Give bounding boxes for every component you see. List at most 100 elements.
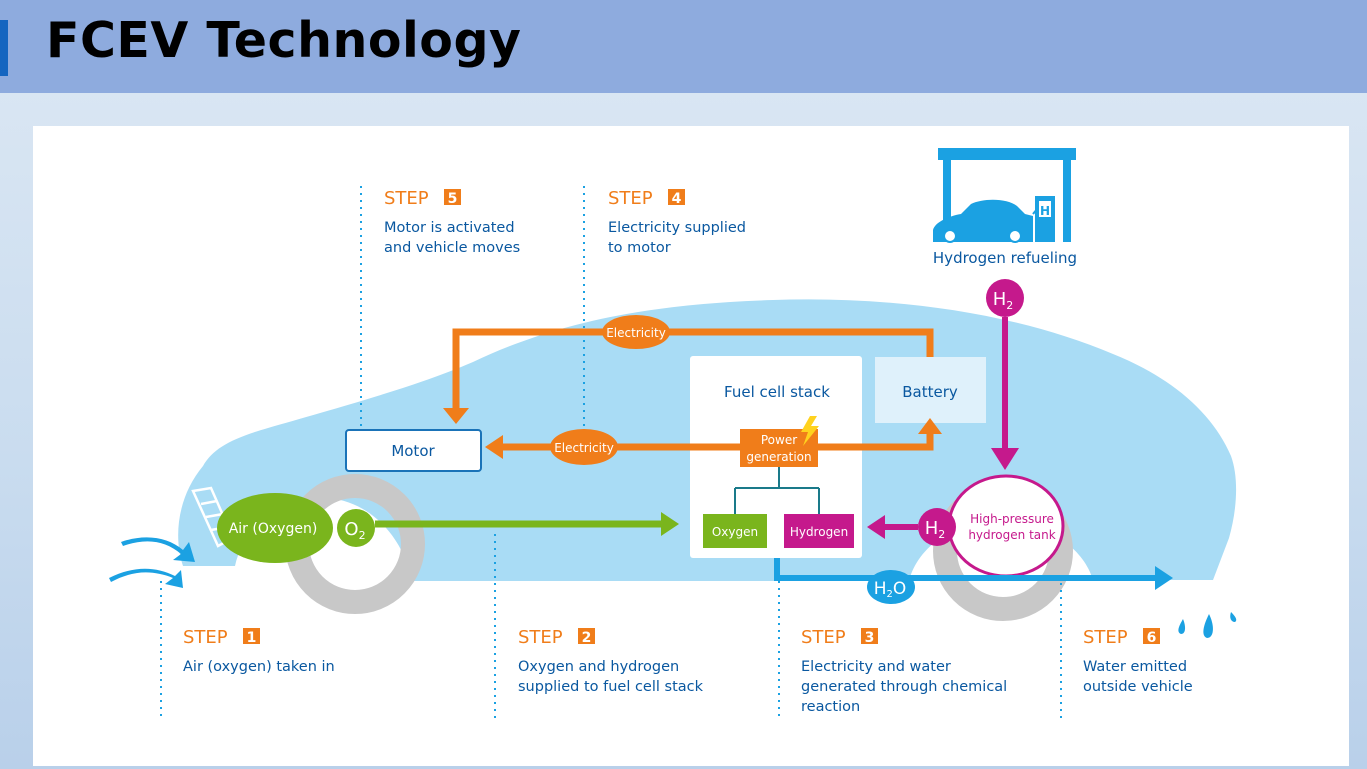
step-number-box [861,628,878,644]
air-oxygen-label: Air (Oxygen) [229,521,318,537]
step-number-box [444,189,461,205]
h2o-o: O [893,579,906,599]
o2-symbol: O [344,519,358,540]
step-description-line: and vehicle moves [384,240,520,256]
step-number: 2 [582,630,592,646]
step-description-line: Motor is activated [384,220,515,236]
fuel-cell-stack-label: Fuel cell stack [724,383,830,401]
step-description-line: Water emitted [1083,659,1187,675]
h2-tank-symbol: H [925,518,939,539]
h2o-badge [867,570,915,604]
step-guides [160,186,1062,721]
battery-box [875,357,986,423]
stack-connector [734,467,820,514]
oxygen-box [703,514,767,548]
fcev-diagram: Fuel cell stack Battery Motor Electricit… [109,148,1237,721]
step-number: 3 [865,630,875,646]
battery-label: Battery [902,383,958,401]
step-number: 6 [1147,630,1157,646]
step-number-box [1143,628,1160,644]
h2-refuel-subscript: 2 [1006,299,1013,312]
electricity-badge-top [602,315,670,349]
station-car-wheel-rear [1008,229,1022,243]
o2-badge [337,509,375,547]
diagram-panel: Fuel cell stack Battery Motor Electricit… [33,126,1349,766]
step-number-box [668,189,685,205]
hydrogen-refueling-label: Hydrogen refueling [933,249,1077,267]
station-car-wheel-front [943,229,957,243]
arrowhead-motor-side [485,435,503,459]
power-generation-line2: generation [746,450,811,464]
station-h-letter: H [1040,204,1050,218]
h2o-subscript: 2 [887,589,893,600]
arrowhead-oxygen [661,512,679,536]
hydrogen-station-icon [933,148,1076,242]
h2-refuel-text: H2 [993,289,1014,312]
air-intake-arrow-icon [109,537,195,588]
step-description-line: generated through chemical [801,679,1007,695]
step-description-line: supplied to fuel cell stack [518,679,704,695]
hydrogen-label: Hydrogen [790,525,848,539]
step-description-line: Air (oxygen) taken in [183,659,335,675]
air-oxygen-badge [217,493,333,563]
electricity-label-top: Electricity [606,326,666,340]
arrowhead-motor-top [443,408,469,424]
h2-refuel-symbol: H [993,289,1007,310]
power-generation-line1: Power [761,433,797,447]
electricity-label-mid: Electricity [554,441,614,455]
step-number-box [243,628,260,644]
motor-box [345,429,482,472]
step-word: STEP [608,188,653,209]
step-number: 5 [448,191,458,207]
step-description-line: reaction [801,699,860,715]
h2-refuel-badge [986,279,1024,317]
tank-label-line1: High-pressure [970,512,1054,526]
arrowhead-hydrogen [867,515,885,539]
o2-text: O2 [344,519,365,542]
step-word: STEP [801,627,846,648]
step-word: STEP [183,627,228,648]
title-bar: FCEV Technology [0,0,1367,93]
page-title: FCEV Technology [46,12,522,69]
step-description-line: Oxygen and hydrogen [518,659,679,675]
h2o-h: H [874,579,887,599]
motor-label: Motor [391,442,435,460]
o2-subscript: 2 [359,529,366,542]
step-description-line: Electricity and water [801,659,951,675]
h2-tank-text: H2 [925,518,946,541]
step-description-line: outside vehicle [1083,679,1193,695]
step-word: STEP [1083,627,1128,648]
arrowhead-tank [991,448,1019,470]
h2-tank-subscript: 2 [938,528,945,541]
power-to-battery-arrow [815,432,934,451]
tank-label-line2: hydrogen tank [968,528,1055,542]
power-generation-box [740,429,818,467]
step-description-line: to motor [608,240,671,256]
step-number-box [578,628,595,644]
step-word: STEP [518,627,563,648]
water-outlet-arrow [774,558,1155,581]
water-drops-icon [1178,612,1237,638]
h2o-text: H2O [874,579,907,600]
hydrogen-box [784,514,854,548]
arrowhead-battery [918,418,942,434]
lightning-icon [801,416,819,446]
step-word: STEP [384,188,429,209]
h2-tank-badge [918,508,956,546]
step-number: 1 [247,630,257,646]
hydrogen-tank [947,474,1065,578]
title-accent [0,20,8,76]
arrowhead-water [1155,566,1173,590]
step-number: 4 [672,191,682,207]
electricity-badge-mid [550,429,618,465]
oxygen-label: Oxygen [712,525,758,539]
step-description-line: Electricity supplied [608,220,746,236]
battery-to-motor-arrow [452,328,934,412]
